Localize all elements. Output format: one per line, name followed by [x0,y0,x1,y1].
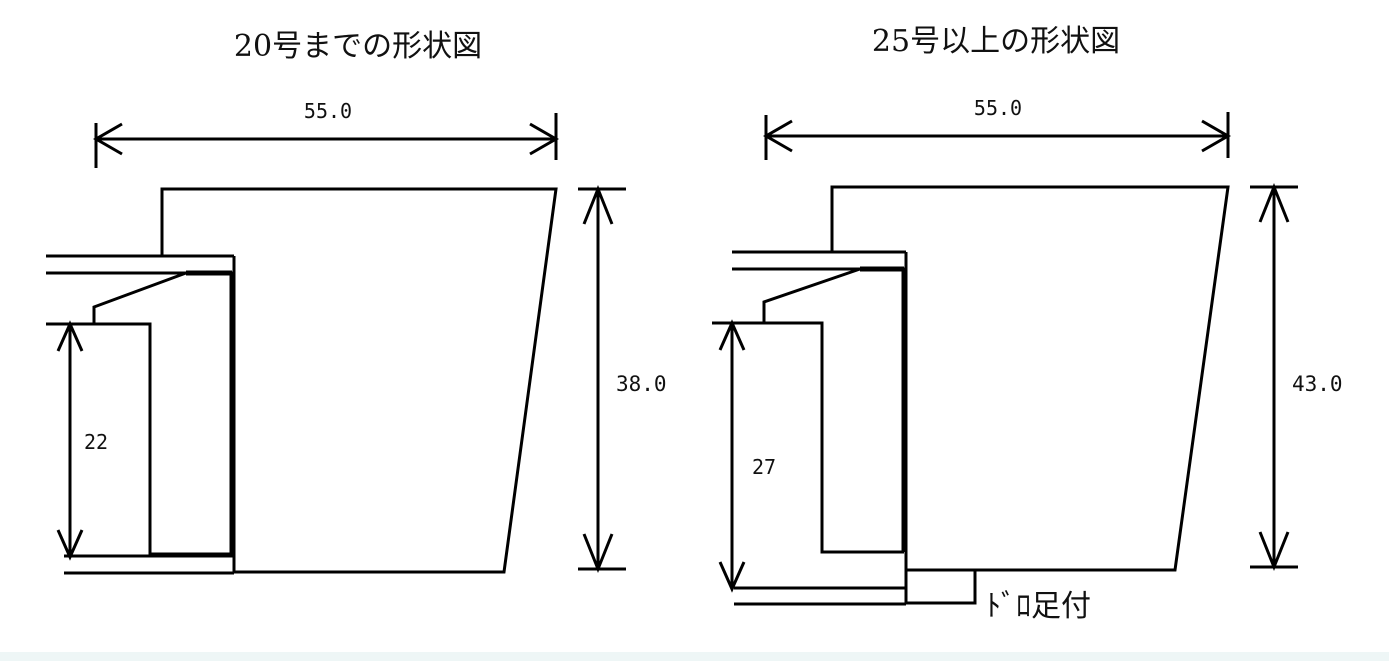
right-body-outline [830,185,1230,572]
left-body-outline [160,187,558,574]
bottom-strip [0,652,1389,661]
left-figure-title: 20号までの形状図 [234,29,482,64]
left-width-label: 55.0 [304,99,352,123]
left-width-dimension: 55.0 [92,99,560,168]
right-height-dimension: 43.0 [1250,182,1343,572]
left-figure: 20号までの形状図 55.0 22 [46,29,667,575]
right-height-label: 43.0 [1292,372,1343,396]
right-inner-height-label: 27 [752,455,776,479]
left-inner-height-dimension: 22 [46,320,110,561]
right-inner-height-dimension: 27 [712,319,780,593]
right-figure-title: 25号以上の形状図 [872,24,1120,59]
right-foot-block [904,568,977,605]
right-width-dimension: 55.0 [762,96,1232,160]
right-width-label: 55.0 [974,96,1022,120]
left-inner-profile [92,271,232,558]
right-inner-profile [762,267,904,554]
left-inner-height-label: 22 [84,430,108,454]
right-figure: 25号以上の形状図 55.0 27 [712,24,1343,624]
left-height-label: 38.0 [616,372,667,396]
right-foot-label: ﾄﾞﾛ足付 [986,589,1091,624]
left-height-dimension: 38.0 [578,184,667,574]
